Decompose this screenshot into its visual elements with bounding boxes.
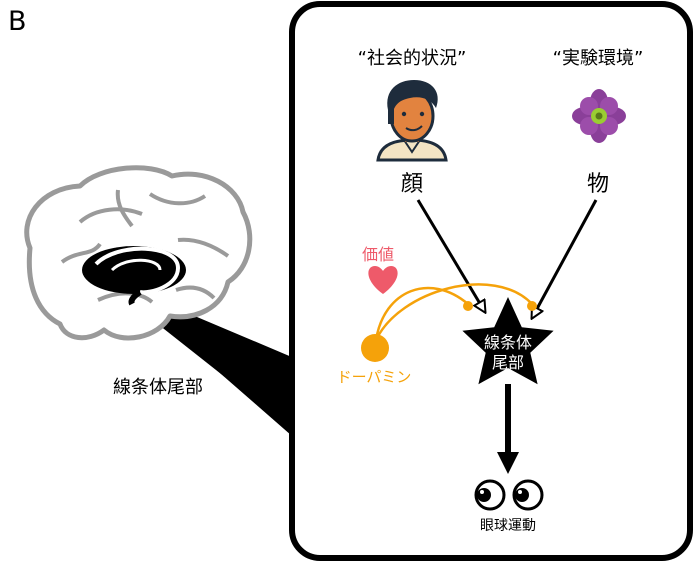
context-social: “社会的状況” [358,48,467,69]
caudate-tail-node [462,297,554,385]
dopamine-neuron [361,334,389,362]
input-object-label: 物 [587,172,609,197]
input-face-label: 顔 [401,172,423,197]
eyes-icon [474,479,544,511]
output-arrow [497,384,519,474]
person-icon [376,80,448,162]
face-arrow [416,199,485,312]
caudate-shape [82,246,186,294]
dopamine-projection [374,283,537,341]
brain-label: 線条体尾部 [113,377,203,398]
flower-icon [572,89,626,143]
striatum-label-line1: 線条体 [484,333,532,352]
striatum-label-line2: 尾部 [492,353,524,372]
zoom-panel [289,1,693,561]
brain-icon [24,165,253,341]
value-label: 価値 [362,245,394,264]
panel-letter: B [8,6,27,37]
dopamine-label: ドーパミン [337,368,412,386]
output-label: 眼球運動 [480,518,536,534]
heart-icon [368,266,398,294]
object-arrow [532,199,598,318]
context-experimental: “実験環境” [553,48,644,69]
